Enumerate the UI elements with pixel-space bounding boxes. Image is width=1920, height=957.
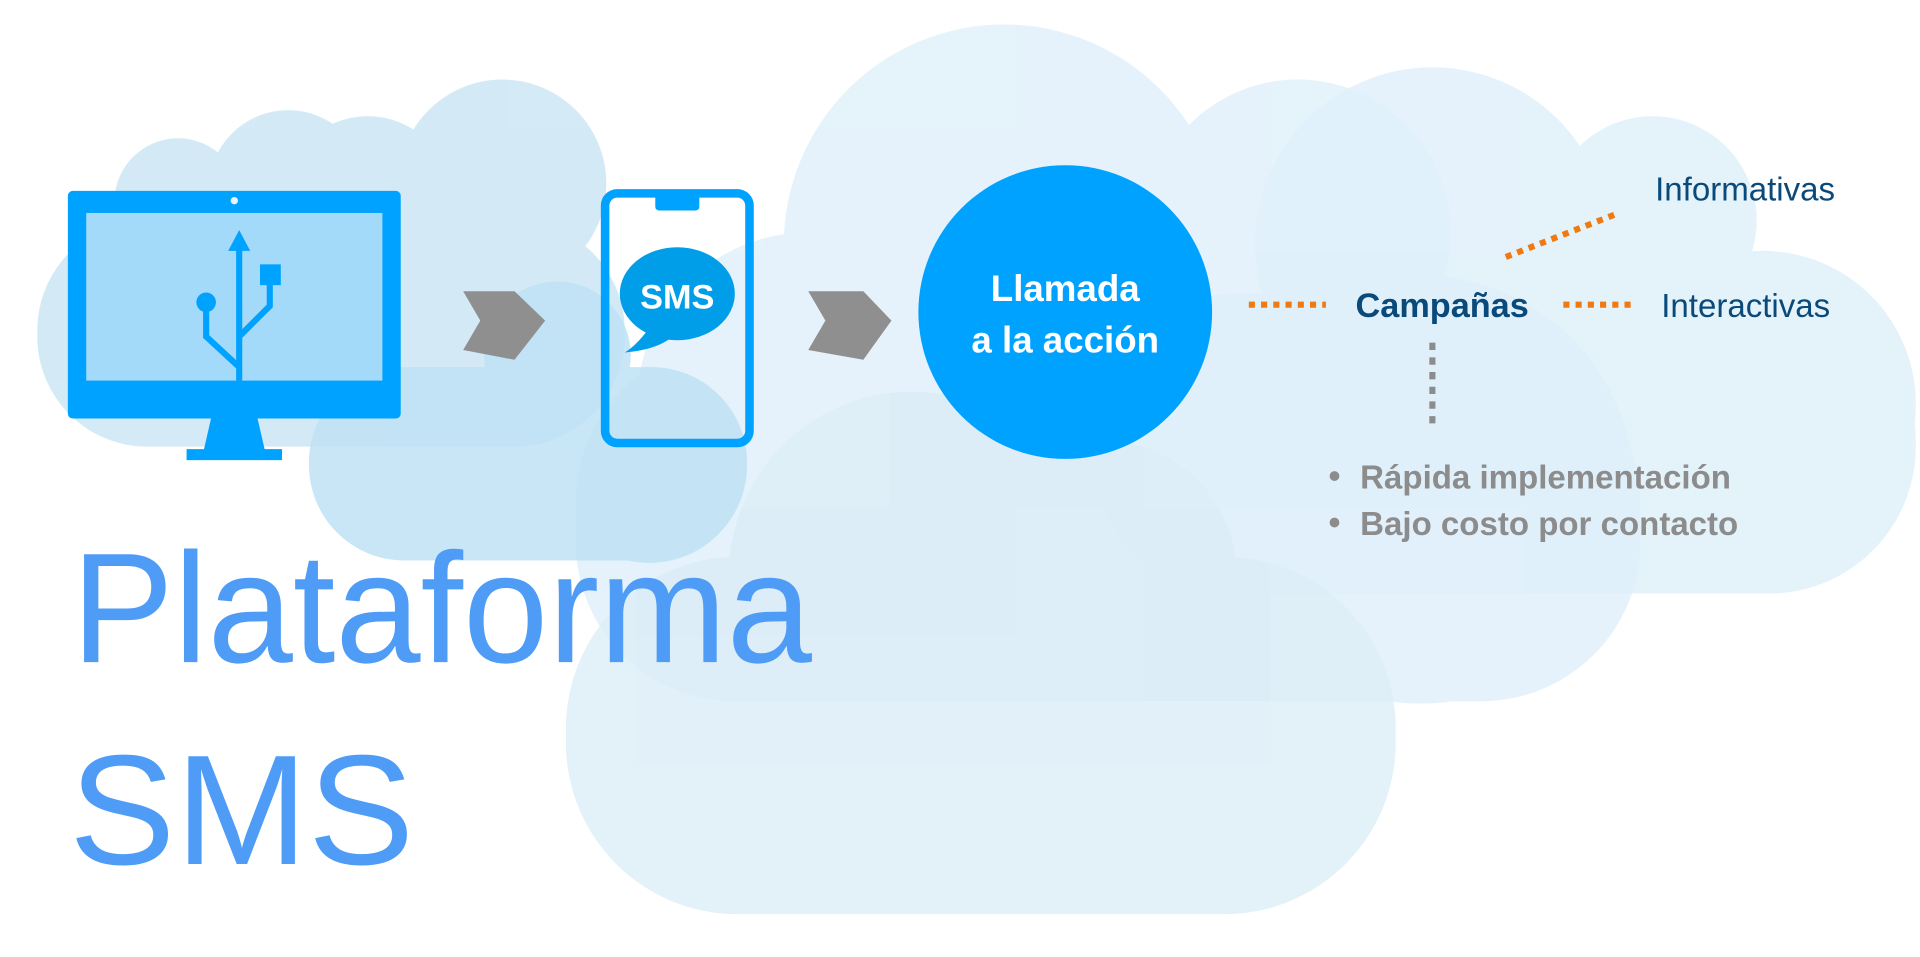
bullet-icon [1329,517,1340,528]
bullet-icon [1329,471,1340,481]
connector-lines [1248,211,1637,431]
arrow-right-icon [463,291,546,360]
sms-bubble-label: SMS [640,278,714,316]
cta-line1: Llamada [991,268,1140,309]
campaign-type-interactivas: Interactivas [1661,288,1830,325]
cloud-right [1089,67,1916,594]
smartphone-sms-icon: SMS [600,189,754,448]
campaigns-label: Campañas [1356,287,1529,325]
call-to-action-circle: Llamada a la acción [918,165,1213,459]
benefit-item: Rápida implementación [1360,459,1731,496]
monitor-usb-icon [67,190,401,461]
benefit-item: Bajo costo por contacto [1360,506,1738,543]
title-line1: Plataforma [72,521,813,696]
campaign-type-informativas: Informativas [1655,172,1835,209]
cloud-bottom [565,391,1396,915]
arrow-right-icon [808,291,892,360]
title-line2: SMS [69,723,414,898]
cta-line2: a la acción [971,319,1159,360]
